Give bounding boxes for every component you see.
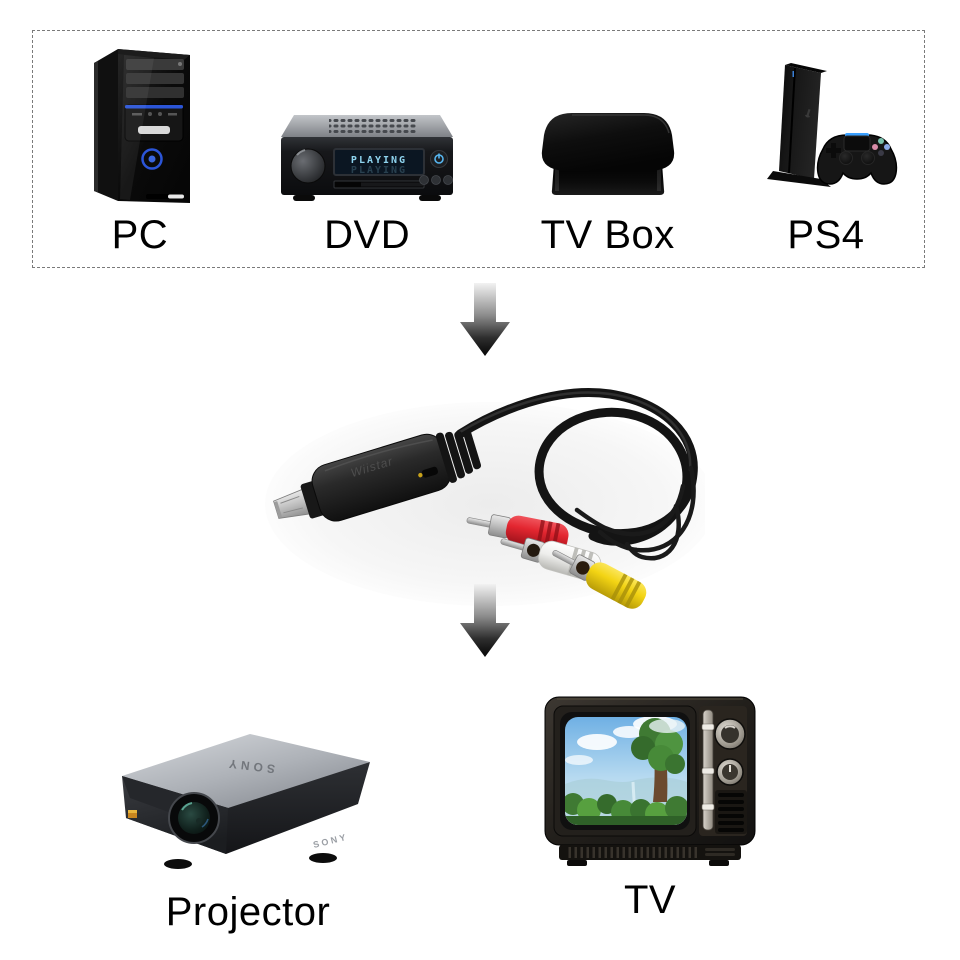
device-figure-projector: SONY SONY Projector: [108, 726, 388, 934]
strain-relief: [435, 430, 482, 483]
dvd-display-reflection: PLAYING: [351, 165, 407, 176]
device-figure-tv-box: TV Box: [487, 31, 728, 267]
device-label-pc: PC: [111, 213, 169, 257]
hdmi-adapter-body: Wiistar: [273, 430, 482, 522]
hdmi-to-av-converter-image: Wiistar: [255, 366, 705, 614]
pc-tower-icon: [84, 43, 196, 211]
tv-screen-bushes: [565, 793, 687, 825]
dvd-display-text: PLAYING: [351, 155, 407, 166]
projector-icon: SONY SONY: [108, 726, 388, 874]
tv-screen: [565, 717, 687, 825]
tv-screen-tree-island: [631, 718, 685, 802]
device-label-dvd: DVD: [324, 213, 411, 257]
tv-knob-upper: [714, 718, 746, 750]
device-label-tv: TV: [623, 878, 677, 922]
dvd-player-icon: PLAYING PLAYING: [277, 107, 457, 207]
down-arrow-icon: [459, 283, 511, 357]
device-figure-pc: PC: [33, 31, 247, 267]
projector-brand-top: SONY: [224, 756, 275, 776]
projector-brand-side: SONY: [312, 832, 349, 850]
device-label-projector: Projector: [165, 890, 331, 934]
device-figure-tv: TV: [535, 692, 765, 922]
tv-speaker-grille: [715, 790, 747, 834]
device-label-tv-box: TV Box: [540, 213, 675, 257]
tv-box-icon: [534, 107, 682, 201]
input-devices-box: PC: [32, 30, 925, 268]
device-figure-ps4: PS4: [728, 31, 924, 267]
projector-lens: [168, 792, 220, 844]
device-figure-dvd: PLAYING PLAYING DVD: [247, 31, 488, 267]
tv-knob-lower: [716, 758, 744, 786]
ps4-console-icon: [751, 57, 901, 203]
down-arrow-icon: [459, 584, 511, 658]
device-label-ps4: PS4: [787, 213, 865, 257]
crt-tv-icon: [537, 692, 763, 870]
rca-plug-yellow: [552, 550, 647, 609]
ps4-controller: [816, 133, 898, 185]
cable-coil: [455, 388, 698, 561]
